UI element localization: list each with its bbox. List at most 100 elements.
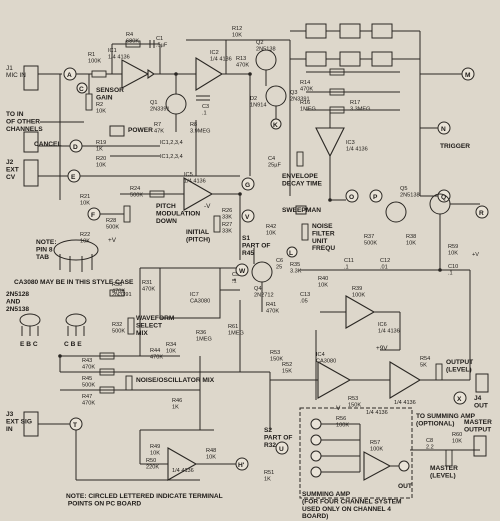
transistor-q5	[385, 201, 407, 223]
man-label: MAN	[306, 207, 321, 214]
terminal-n-label: N	[441, 126, 446, 133]
sensor-gain-pot[interactable]	[85, 93, 93, 111]
terminal-p[interactable]	[369, 189, 383, 203]
resistor-r30	[109, 289, 125, 297]
opamp-ic1	[121, 59, 150, 89]
output-level-pot[interactable]	[435, 363, 443, 381]
terminal-u-label: U	[279, 446, 284, 453]
master-level-pot[interactable]	[445, 449, 453, 467]
noise-osc-mix-pot[interactable]	[125, 375, 133, 391]
transistor-outline-2	[65, 313, 87, 327]
jack-cancel[interactable]	[23, 131, 39, 153]
pitch-modulation-pot[interactable]	[123, 205, 131, 223]
terminal-v[interactable]	[241, 209, 255, 223]
resistor-r14	[329, 68, 345, 76]
opamp-ic2	[195, 57, 224, 91]
waveform-select-pot[interactable]	[127, 317, 135, 335]
jack-j4[interactable]	[475, 373, 489, 393]
transistor-q3	[265, 85, 287, 107]
terminal-sum-4[interactable]	[310, 466, 322, 478]
transistor-q4	[251, 261, 273, 283]
terminal-o[interactable]	[345, 189, 359, 203]
capacitor-c12-label: C12.01	[380, 258, 390, 270]
terminal-sum-3[interactable]	[310, 450, 322, 462]
rail-minus-v-1: -V	[204, 203, 211, 210]
terminal-k[interactable]	[270, 118, 282, 130]
transistor-outline-1	[19, 313, 41, 327]
to-summing-label: TO SUMMING AMP(OPTIONAL)	[416, 413, 476, 427]
terminal-w-label: W	[239, 268, 246, 275]
terminal-sum-1[interactable]	[310, 418, 322, 430]
terminal-sum-out[interactable]	[398, 460, 410, 472]
sweep-man-switch[interactable]	[295, 205, 307, 215]
terminal-sum-2[interactable]	[310, 434, 322, 446]
terminal-r[interactable]	[475, 205, 489, 219]
pinout-ebc: E B C	[20, 341, 38, 348]
gate-6	[371, 51, 393, 67]
capacitor-c5-label: C5.1	[232, 272, 239, 284]
terminal-u[interactable]	[275, 441, 289, 455]
jack-j2[interactable]	[23, 159, 39, 187]
terminal-o-label: O	[349, 194, 354, 201]
resistor-r15	[329, 88, 345, 96]
jack-j1[interactable]	[23, 65, 39, 91]
terminal-w[interactable]	[235, 263, 249, 277]
initial-pitch-pot[interactable]	[213, 215, 221, 233]
terminal-x[interactable]	[453, 391, 467, 405]
transistor-2n3391: 2N3391	[112, 292, 132, 298]
noise-filter-pot[interactable]	[301, 223, 309, 241]
gate-4	[305, 51, 327, 67]
terminal-g[interactable]	[241, 177, 255, 191]
terminal-l[interactable]	[286, 246, 298, 258]
terminal-h-prime[interactable]	[235, 457, 249, 471]
capacitor-c1-label: C1.5µF	[156, 36, 168, 48]
jack-j5[interactable]	[473, 435, 487, 457]
terminal-c[interactable]	[76, 82, 88, 94]
capacitor-c11-label: C11.1	[344, 258, 354, 270]
terminal-r-label: R	[479, 210, 484, 217]
trigger-label: TRIGGER	[440, 143, 470, 150]
envelope-decay-pot[interactable]	[296, 151, 304, 167]
power-switch[interactable]	[109, 125, 125, 137]
